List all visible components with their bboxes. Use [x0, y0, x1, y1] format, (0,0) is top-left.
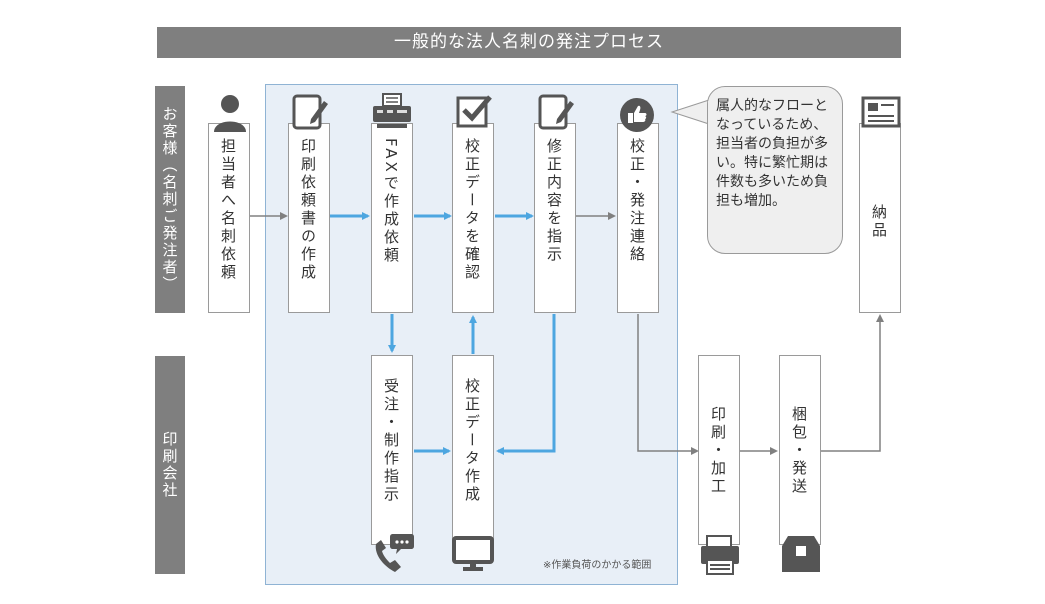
- lane-label-printer: 印刷会社: [155, 356, 185, 574]
- step-request: 担当者へ名刺依頼: [208, 123, 250, 313]
- step-make-proof: 校正データ作成: [452, 355, 494, 545]
- step-proof-contact-label: 校正・発注連絡: [628, 138, 646, 264]
- step-print: 印刷・加工: [698, 355, 740, 545]
- checkbox-icon: [456, 95, 492, 128]
- printer-icon: [701, 535, 739, 575]
- step-ship-label: 梱包・発送: [790, 406, 808, 496]
- step-fax-request-label: FAXで作成依頼: [382, 138, 400, 265]
- callout-note: 属人的なフローとなっているため、担当者の負担が多い。特に繁忙期は件数も多いため負…: [707, 86, 843, 254]
- phone-chat-icon: [375, 534, 414, 572]
- step-ship: 梱包・発送: [779, 355, 821, 545]
- step-check-proof-label: 校正データを確認: [463, 138, 481, 282]
- arrow-ship-to-delivery: [821, 314, 884, 452]
- fax-icon: [373, 93, 411, 128]
- step-order-receive: 受注・制作指示: [371, 355, 413, 545]
- step-make-proof-label: 校正データ作成: [463, 378, 481, 504]
- step-create-doc: 印刷依頼書の作成: [288, 123, 330, 313]
- diagram-title: 一般的な法人名刺の発注プロセス: [157, 27, 901, 58]
- lane-label-customer: お客様（名刺ご発注者）: [155, 86, 185, 313]
- step-print-label: 印刷・加工: [709, 406, 727, 496]
- step-check-proof: 校正データを確認: [452, 123, 494, 313]
- step-proof-contact: 校正・発注連絡: [617, 123, 659, 313]
- arrow-contact-to-print: [637, 314, 699, 455]
- monitor-icon: [452, 536, 494, 571]
- step-correction-label: 修正内容を指示: [545, 138, 563, 264]
- step-delivery-label: 納品: [870, 204, 888, 240]
- person-icon: [214, 95, 246, 132]
- step-fax-request: FAXで作成依頼: [371, 123, 413, 313]
- business-card-icon: [861, 96, 901, 128]
- step-correction: 修正内容を指示: [534, 123, 576, 313]
- arrow-correction-to-makeproof: [496, 314, 556, 455]
- thumbs-up-icon: [620, 98, 654, 132]
- step-request-label: 担当者へ名刺依頼: [219, 138, 237, 282]
- document-edit-icon: [292, 94, 328, 130]
- step-create-doc-label: 印刷依頼書の作成: [299, 138, 317, 282]
- box-icon: [782, 536, 820, 572]
- document-edit-icon: [538, 94, 574, 130]
- step-order-receive-label: 受注・制作指示: [382, 378, 400, 504]
- step-delivery: 納品: [859, 123, 901, 313]
- footnote: ※作業負荷のかかる範囲: [543, 560, 652, 571]
